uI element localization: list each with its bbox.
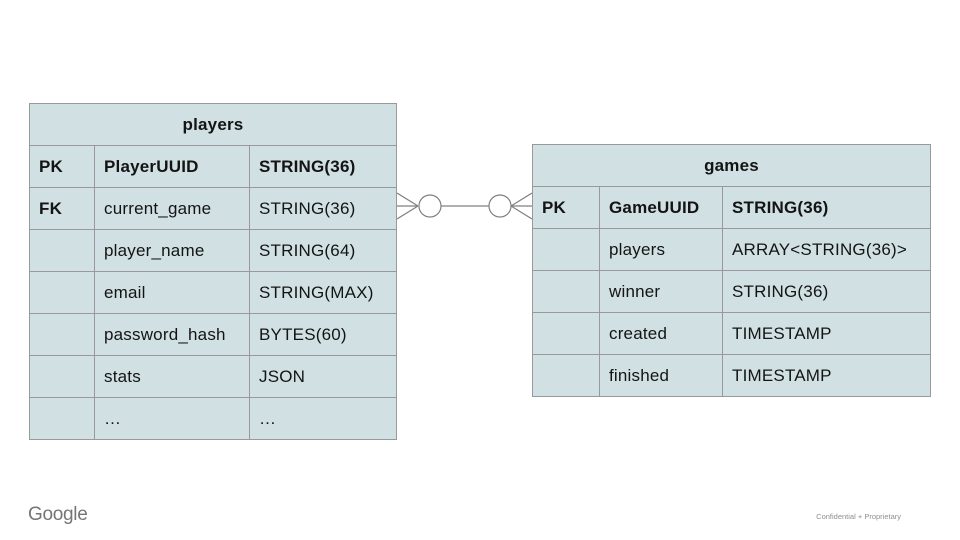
table-row: …… bbox=[30, 397, 396, 439]
name-cell: player_name bbox=[94, 230, 249, 271]
name-cell: email bbox=[94, 272, 249, 313]
crow-foot-many-icon-right bbox=[510, 192, 532, 220]
type-cell: STRING(36) bbox=[722, 271, 930, 312]
relationship-connector bbox=[397, 192, 532, 220]
key-cell bbox=[533, 271, 599, 312]
confidential-note: Confidential + Proprietary bbox=[816, 512, 901, 521]
key-cell bbox=[30, 356, 94, 397]
name-cell: stats bbox=[94, 356, 249, 397]
table-title-players: players bbox=[182, 114, 244, 134]
name-cell: … bbox=[94, 398, 249, 439]
key-cell bbox=[30, 230, 94, 271]
key-cell bbox=[30, 398, 94, 439]
type-cell: TIMESTAMP bbox=[722, 313, 930, 354]
type-cell: BYTES(60) bbox=[249, 314, 396, 355]
name-cell: current_game bbox=[94, 188, 249, 229]
name-cell: winner bbox=[599, 271, 722, 312]
google-logo: Google bbox=[28, 504, 88, 525]
key-cell bbox=[30, 314, 94, 355]
type-cell: ARRAY<STRING(36)> bbox=[722, 229, 930, 270]
type-cell: STRING(64) bbox=[249, 230, 396, 271]
optional-circle-icon-left bbox=[418, 194, 442, 218]
key-cell bbox=[533, 355, 599, 396]
key-cell: PK bbox=[39, 156, 64, 176]
key-cell bbox=[30, 272, 94, 313]
name-cell: players bbox=[599, 229, 722, 270]
name-cell: GameUUID bbox=[599, 187, 722, 228]
name-cell: PlayerUUID bbox=[94, 146, 249, 187]
type-cell: … bbox=[249, 398, 396, 439]
table-title-games: games bbox=[704, 155, 759, 175]
name-cell: password_hash bbox=[94, 314, 249, 355]
type-cell: STRING(36) bbox=[249, 146, 396, 187]
optional-circle-icon-right bbox=[488, 194, 512, 218]
type-cell: STRING(36) bbox=[249, 188, 396, 229]
type-cell: STRING(MAX) bbox=[249, 272, 396, 313]
crow-foot-many-icon-left bbox=[397, 192, 419, 220]
key-cell bbox=[533, 229, 599, 270]
key-cell bbox=[533, 313, 599, 354]
type-cell: STRING(36) bbox=[722, 187, 930, 228]
key-cell: PK bbox=[542, 197, 567, 217]
type-cell: JSON bbox=[249, 356, 396, 397]
name-cell: finished bbox=[599, 355, 722, 396]
name-cell: created bbox=[599, 313, 722, 354]
type-cell: TIMESTAMP bbox=[722, 355, 930, 396]
key-cell: FK bbox=[39, 198, 63, 218]
